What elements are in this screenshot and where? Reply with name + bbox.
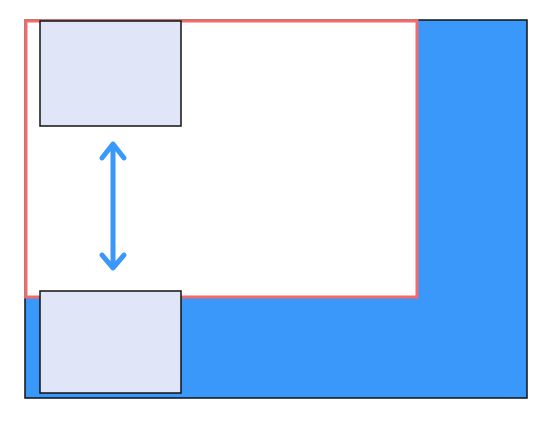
tile-top[interactable] <box>39 20 182 127</box>
arrow-head-top <box>99 141 127 161</box>
arrow-head-bottom <box>99 252 127 271</box>
tile-bottom[interactable] <box>39 290 182 394</box>
double-vertical-arrow-icon <box>99 141 127 271</box>
